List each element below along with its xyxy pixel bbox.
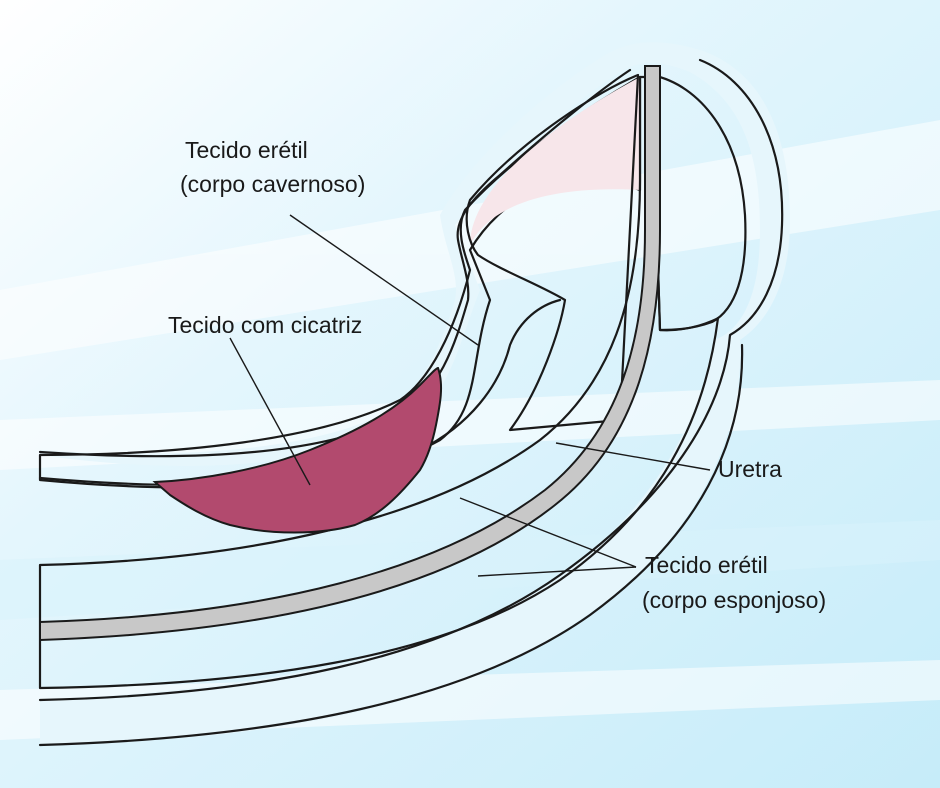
label-esponjoso-1: Tecido erétil xyxy=(645,552,768,578)
label-cavernoso-1: Tecido erétil xyxy=(185,137,308,163)
scar-tissue xyxy=(152,366,443,534)
label-esponjoso-2: (corpo esponjoso) xyxy=(642,587,826,613)
leader-cicatriz xyxy=(229,337,311,486)
outer-skin-upper-outline xyxy=(38,68,632,458)
leader-uretra xyxy=(555,442,711,471)
glans-region xyxy=(470,77,640,245)
outer-skin-lower-outline xyxy=(38,58,784,702)
urethra xyxy=(39,65,661,642)
outer-skin-bottom-outline xyxy=(38,343,744,747)
label-cicatriz: Tecido com cicatriz xyxy=(168,312,362,338)
glans-left xyxy=(465,73,640,432)
leader-esponjoso-a xyxy=(459,497,637,568)
label-cavernoso-2: (corpo cavernoso) xyxy=(180,171,365,197)
corpo-esponjoso-region xyxy=(38,75,720,690)
leader-cavernoso xyxy=(289,214,479,346)
leader-esponjoso-b xyxy=(477,566,637,577)
label-uretra: Uretra xyxy=(718,456,782,482)
